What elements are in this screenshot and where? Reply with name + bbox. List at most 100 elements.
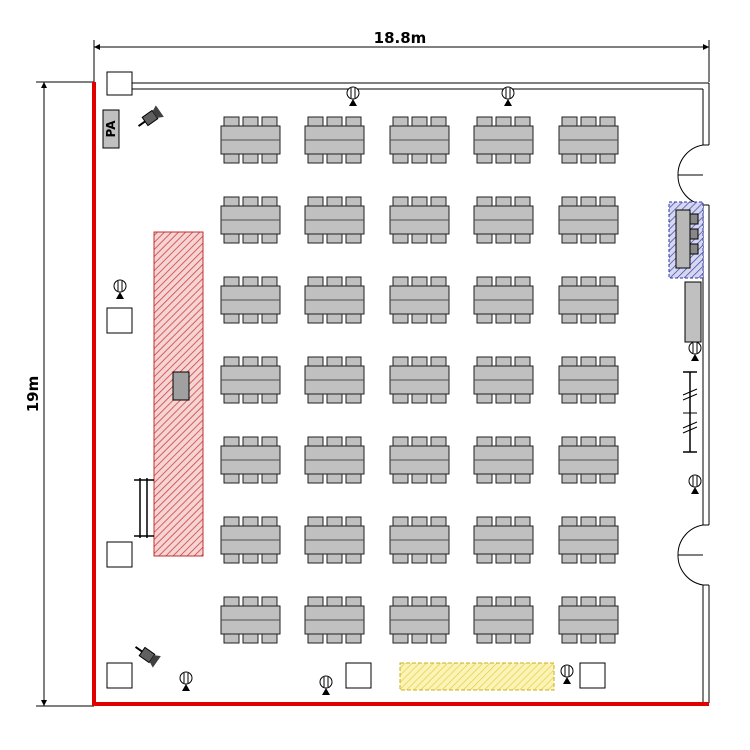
chair[interactable] <box>495 153 512 164</box>
chair[interactable] <box>223 153 240 164</box>
chair[interactable] <box>561 553 578 564</box>
chair[interactable] <box>307 596 324 607</box>
table-set[interactable] <box>473 356 534 404</box>
chair[interactable] <box>261 153 278 164</box>
chair[interactable] <box>476 233 493 244</box>
table-set[interactable] <box>389 196 450 244</box>
chair[interactable] <box>561 313 578 324</box>
chair[interactable] <box>476 276 493 287</box>
chair[interactable] <box>430 516 447 527</box>
chair[interactable] <box>261 553 278 564</box>
chair[interactable] <box>476 596 493 607</box>
chair[interactable] <box>392 196 409 207</box>
chair[interactable] <box>307 116 324 127</box>
chair[interactable] <box>223 356 240 367</box>
chair[interactable] <box>392 553 409 564</box>
chair[interactable] <box>580 516 597 527</box>
chair[interactable] <box>223 116 240 127</box>
chair[interactable] <box>599 153 616 164</box>
chair[interactable] <box>345 393 362 404</box>
chair[interactable] <box>476 313 493 324</box>
chair[interactable] <box>411 473 428 484</box>
chair[interactable] <box>580 393 597 404</box>
table-set[interactable] <box>558 276 619 324</box>
chair[interactable] <box>326 473 343 484</box>
chair[interactable] <box>476 516 493 527</box>
table-set[interactable] <box>473 516 534 564</box>
chair[interactable] <box>561 153 578 164</box>
chair[interactable] <box>307 153 324 164</box>
chair[interactable] <box>411 436 428 447</box>
chair[interactable] <box>223 233 240 244</box>
chair[interactable] <box>223 596 240 607</box>
chair[interactable] <box>411 393 428 404</box>
chair[interactable] <box>430 633 447 644</box>
chair[interactable] <box>223 436 240 447</box>
table-set[interactable] <box>220 516 281 564</box>
chair[interactable] <box>514 153 531 164</box>
door-top-right[interactable] <box>677 144 709 206</box>
chair[interactable] <box>307 196 324 207</box>
chair[interactable] <box>392 356 409 367</box>
chair[interactable] <box>561 516 578 527</box>
chair[interactable] <box>580 356 597 367</box>
chair[interactable] <box>345 116 362 127</box>
table-set[interactable] <box>389 516 450 564</box>
chair[interactable] <box>411 553 428 564</box>
chair[interactable] <box>261 436 278 447</box>
chair[interactable] <box>223 313 240 324</box>
chair[interactable] <box>261 196 278 207</box>
chair[interactable] <box>561 233 578 244</box>
table-set[interactable] <box>473 436 534 484</box>
chair[interactable] <box>326 553 343 564</box>
chair[interactable] <box>345 553 362 564</box>
chair[interactable] <box>223 473 240 484</box>
chair[interactable] <box>261 313 278 324</box>
table-set[interactable] <box>389 436 450 484</box>
table-set[interactable] <box>558 436 619 484</box>
chair[interactable] <box>261 116 278 127</box>
chair[interactable] <box>326 196 343 207</box>
chair[interactable] <box>514 233 531 244</box>
chair[interactable] <box>223 196 240 207</box>
chair[interactable] <box>476 473 493 484</box>
chair[interactable] <box>242 196 259 207</box>
table-set[interactable] <box>220 276 281 324</box>
table-set[interactable] <box>220 356 281 404</box>
chair[interactable] <box>599 116 616 127</box>
chair[interactable] <box>599 553 616 564</box>
chair[interactable] <box>261 473 278 484</box>
chair[interactable] <box>242 356 259 367</box>
chair[interactable] <box>495 276 512 287</box>
chair[interactable] <box>307 276 324 287</box>
chair[interactable] <box>430 196 447 207</box>
chair[interactable] <box>476 153 493 164</box>
table-set[interactable] <box>389 356 450 404</box>
chair[interactable] <box>476 116 493 127</box>
chair[interactable] <box>411 116 428 127</box>
table-set[interactable] <box>558 116 619 164</box>
table-set[interactable] <box>304 116 365 164</box>
chair[interactable] <box>580 233 597 244</box>
chair[interactable] <box>345 473 362 484</box>
chair[interactable] <box>561 473 578 484</box>
chair[interactable] <box>326 116 343 127</box>
chair[interactable] <box>326 436 343 447</box>
chair[interactable] <box>514 633 531 644</box>
chair[interactable] <box>345 516 362 527</box>
table-set[interactable] <box>304 356 365 404</box>
chair[interactable] <box>345 233 362 244</box>
chair[interactable] <box>514 473 531 484</box>
chair[interactable] <box>411 596 428 607</box>
chair[interactable] <box>242 153 259 164</box>
chair[interactable] <box>411 233 428 244</box>
chair[interactable] <box>242 436 259 447</box>
chair[interactable] <box>514 116 531 127</box>
chair[interactable] <box>223 516 240 527</box>
chair[interactable] <box>476 393 493 404</box>
chair[interactable] <box>430 276 447 287</box>
chair[interactable] <box>430 233 447 244</box>
table-set[interactable] <box>220 116 281 164</box>
chair[interactable] <box>392 116 409 127</box>
chair[interactable] <box>514 276 531 287</box>
